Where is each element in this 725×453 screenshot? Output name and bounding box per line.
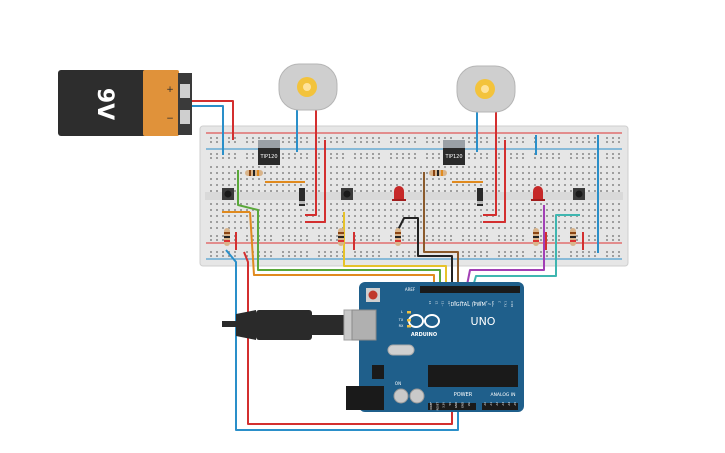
microcontroller-chip <box>428 365 518 387</box>
analog-pin-label: A2 <box>495 402 499 406</box>
diode-2[interactable] <box>477 188 483 206</box>
power-label: POWER <box>454 392 473 398</box>
led-label-rx: RX <box>399 324 404 328</box>
arduino-uno[interactable]: DIGITAL (PWM ~) AREF ARDUINO UNO POWER A… <box>346 282 524 412</box>
arduino-model: UNO <box>471 315 496 328</box>
diode-1[interactable] <box>299 188 305 206</box>
led-red-2[interactable] <box>531 186 545 201</box>
status-leds: L TX RX <box>398 310 411 328</box>
transistor-2-label: TIP120 <box>444 154 462 160</box>
battery-plus-label: + <box>166 85 174 95</box>
resistors[interactable] <box>224 170 576 246</box>
resistor-2[interactable] <box>429 170 447 176</box>
analog-pin-label: A3 <box>501 402 505 406</box>
power-pin-label: 5V <box>448 402 452 406</box>
digital-pin-label: 4 <box>485 301 489 303</box>
on-label: ON <box>395 381 401 386</box>
led-red-1[interactable] <box>392 186 406 201</box>
arduino-brand: ARDUINO <box>411 332 437 338</box>
power-pin-label: RESET <box>435 402 439 411</box>
digital-pin-label: ~6 <box>472 301 476 305</box>
digital-pin-label: ~11 <box>441 301 445 307</box>
analog-label: ANALOG IN <box>490 392 515 398</box>
analog-pin-label: A0 <box>483 402 487 406</box>
power-pin-label: IOREF <box>429 402 433 410</box>
led-label-tx: TX <box>398 318 404 322</box>
power-pin-label: Vin <box>467 402 471 406</box>
push-button-1[interactable] <box>222 188 234 200</box>
power-pin-label: GND <box>461 402 465 408</box>
analog-pin-label: A4 <box>507 402 511 406</box>
digital-pin-label: 2 <box>497 301 501 303</box>
power-pin-label: GND <box>454 402 458 408</box>
aref-label: AREF <box>405 287 416 292</box>
digital-header[interactable] <box>420 286 520 293</box>
digital-pin-label: 12 <box>434 301 438 305</box>
reset-button[interactable] <box>368 290 378 300</box>
transistor-1[interactable]: TIP120 <box>258 140 280 165</box>
battery-9v[interactable]: 9V + − <box>58 70 192 136</box>
digital-label: DIGITAL (PWM ~) <box>450 302 493 308</box>
power-header[interactable] <box>428 403 476 410</box>
digital-pin-label: ~9 <box>453 301 457 305</box>
power-pin-label: 3.3V <box>442 402 446 408</box>
wire-black[interactable] <box>397 217 453 290</box>
battery-positive-wire[interactable] <box>192 100 234 140</box>
dc-motor-2[interactable] <box>456 65 516 113</box>
digital-pin-label: 8 <box>460 301 464 303</box>
wire-red-5v[interactable] <box>243 251 453 425</box>
transistor-1-label: TIP120 <box>259 154 277 160</box>
resistor-5[interactable] <box>395 228 401 246</box>
digital-pin-label: ~5 <box>478 301 482 305</box>
analog-header[interactable] <box>482 403 518 410</box>
resistor-7[interactable] <box>570 228 576 246</box>
digital-pin-label: ~10 <box>447 301 451 307</box>
motor1-wire-red-2[interactable] <box>305 140 326 223</box>
led-label-l: L <box>401 310 403 314</box>
transistor-2[interactable]: TIP120 <box>443 140 465 165</box>
digital-pin-label: 13 <box>428 301 432 305</box>
usb-cable[interactable] <box>222 309 375 341</box>
wires[interactable] <box>192 100 599 431</box>
wire-purple[interactable] <box>465 205 545 291</box>
resistor-4[interactable] <box>338 228 344 246</box>
motor2-wire-red[interactable] <box>483 108 497 216</box>
wire-blue-gnd[interactable] <box>225 249 459 431</box>
digital-pin-label: ~3 <box>491 301 495 305</box>
battery-minus-label: − <box>166 114 174 124</box>
wire-green[interactable] <box>237 170 441 290</box>
push-button-2[interactable] <box>341 188 353 200</box>
wire-brown[interactable] <box>423 172 459 290</box>
battery-negative-wire[interactable] <box>192 105 224 155</box>
wire-teal[interactable] <box>471 214 580 291</box>
analog-pin-label: A1 <box>489 402 493 406</box>
resistor-6[interactable] <box>533 228 539 246</box>
analog-pin-label: A5 <box>513 402 517 406</box>
motor2-wire-red-2[interactable] <box>483 140 506 223</box>
resistor-1[interactable] <box>245 170 263 176</box>
digital-pin-label: TX 1 <box>504 301 508 307</box>
digital-pin-label: 7 <box>466 301 470 303</box>
power-jack[interactable] <box>346 386 384 410</box>
push-button-3[interactable] <box>573 188 585 200</box>
resistor-3[interactable] <box>224 228 230 246</box>
dc-motor-1[interactable] <box>278 63 338 111</box>
motor1-wire-red[interactable] <box>305 108 317 216</box>
battery-label: 9V <box>92 88 117 120</box>
digital-pin-label: RX 0 <box>510 301 514 307</box>
